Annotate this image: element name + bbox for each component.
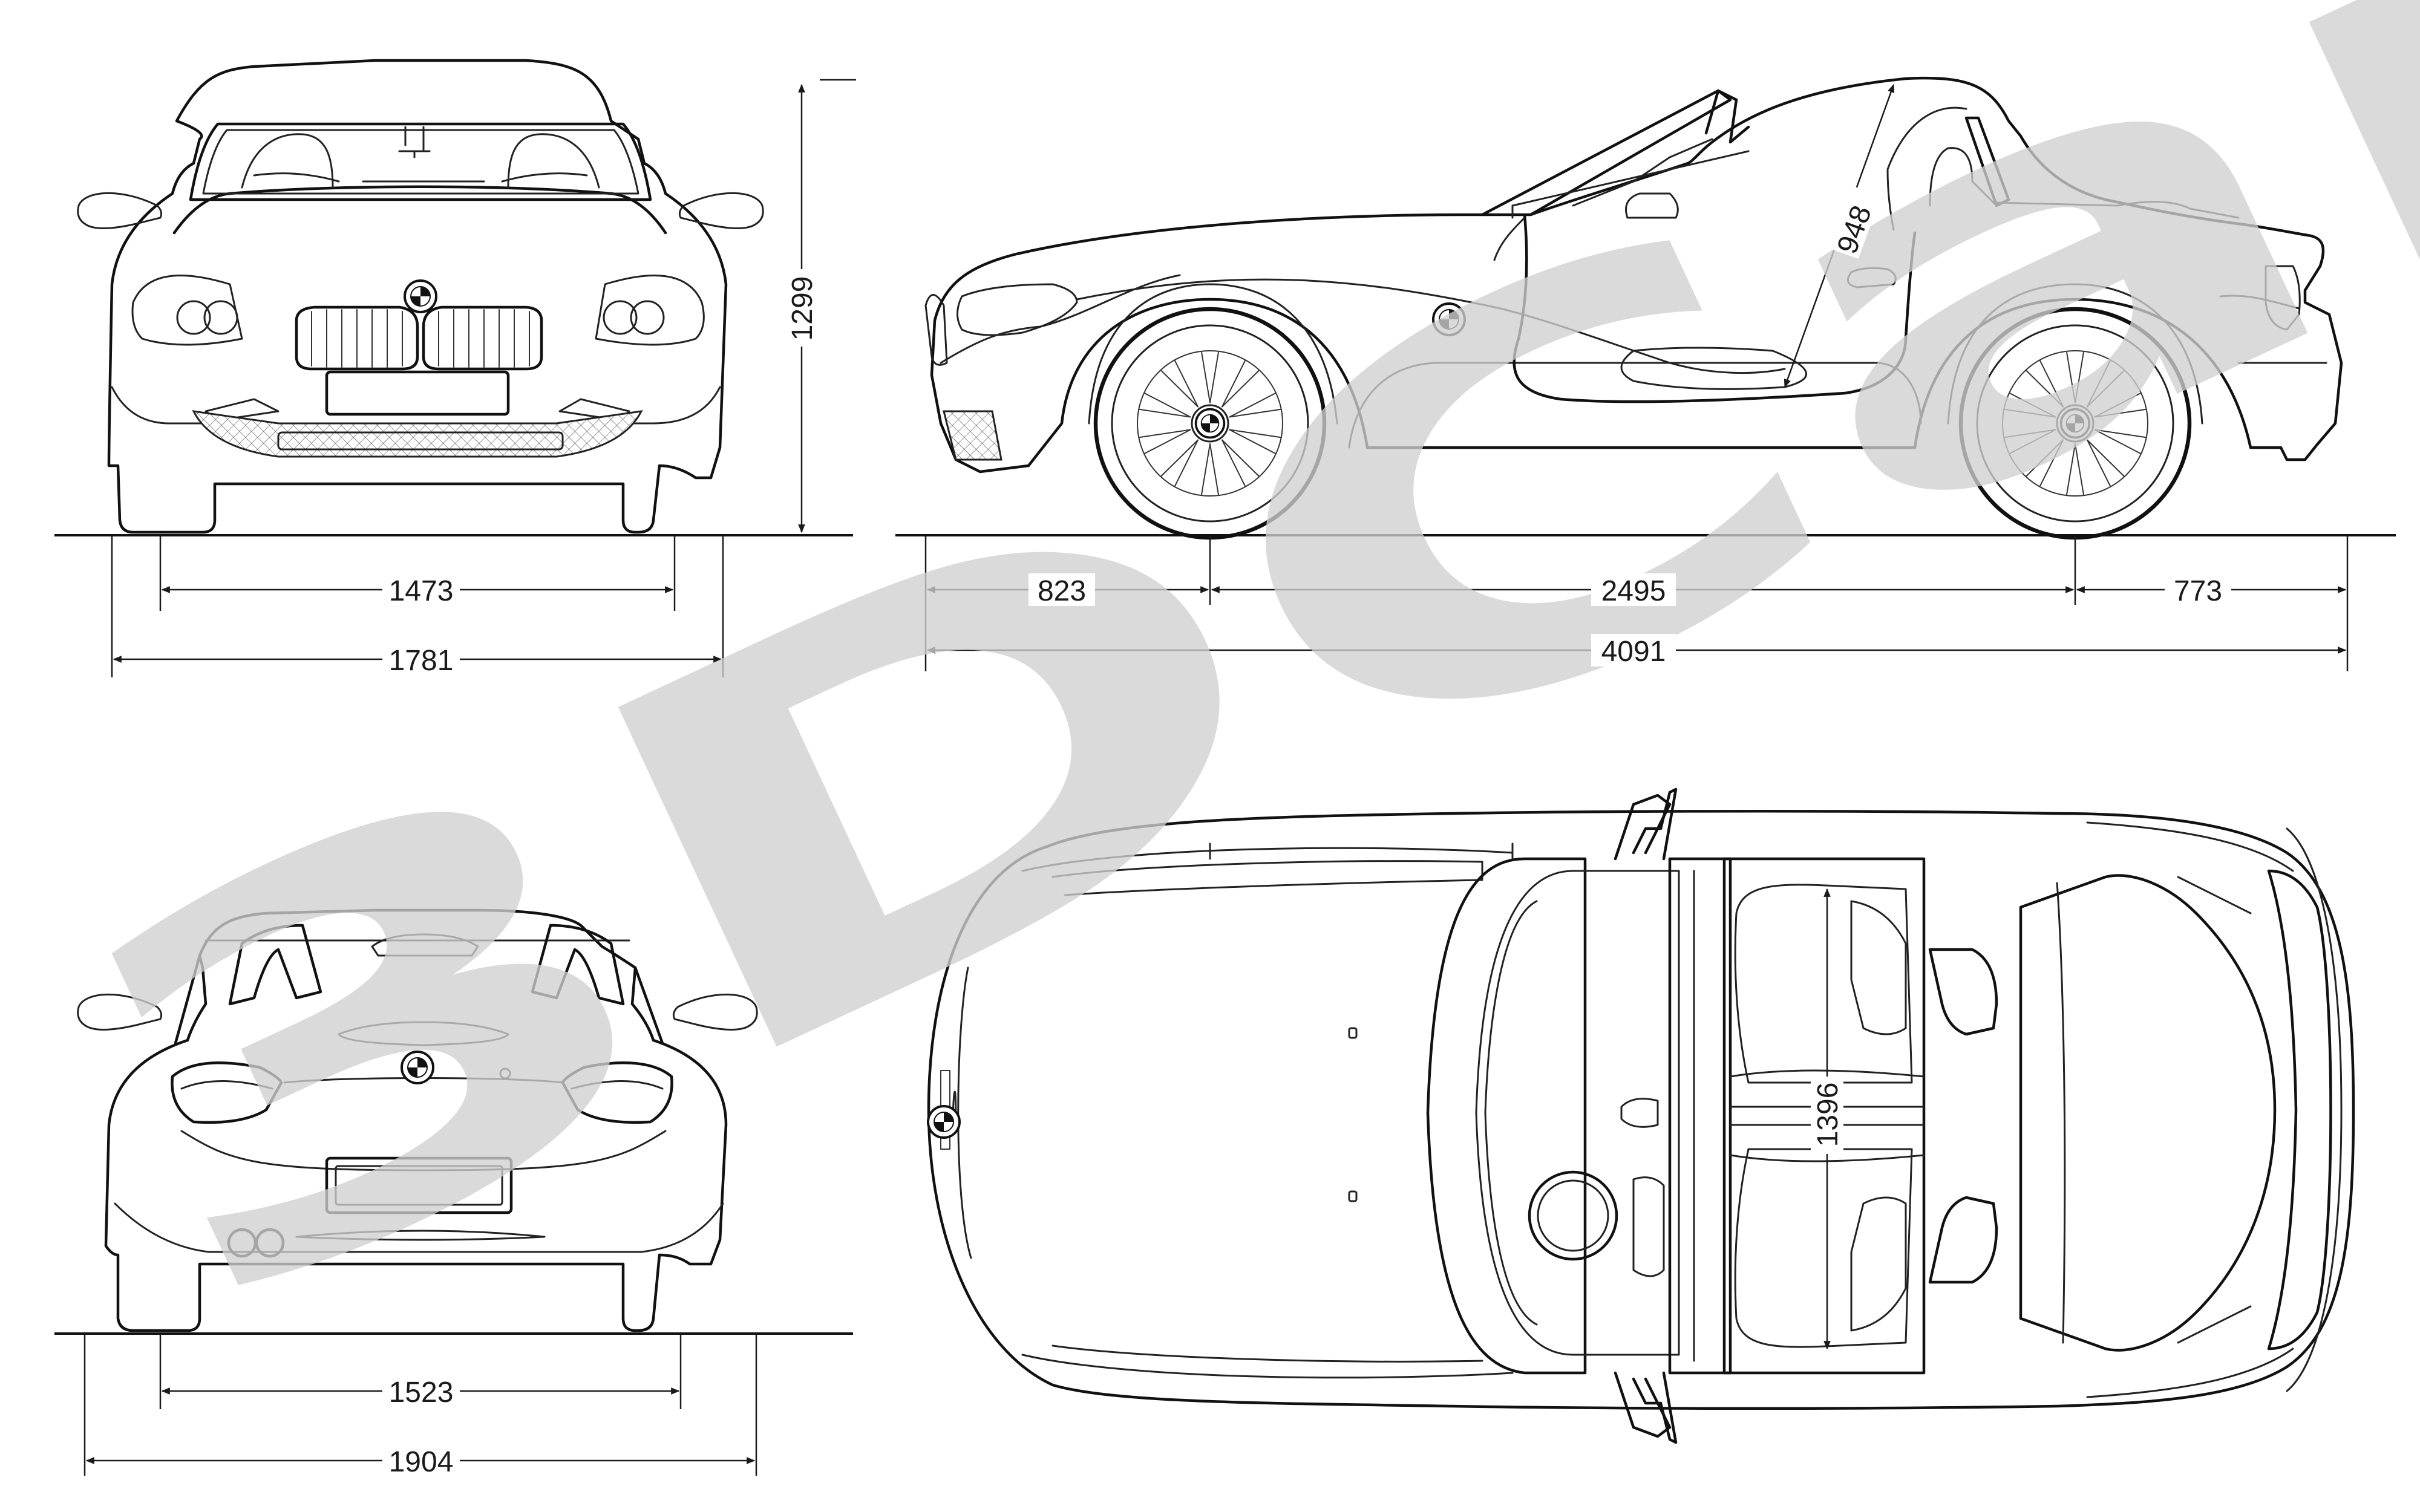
front-overhang-label: 823 (1038, 575, 1086, 607)
watermark-text: 3DCar.ru (0, 0, 2420, 1429)
side-view (924, 76, 2343, 540)
cockpit-width-label: 1396 (1812, 1083, 1844, 1147)
rear-view (77, 908, 758, 1332)
front-track-label: 1473 (389, 575, 454, 607)
front-width-label: 1781 (389, 645, 454, 677)
rear-width-label: 1904 (389, 1446, 454, 1478)
height-label: 1299 (786, 276, 819, 341)
dimension-labels: 1473 1781 1299 823 2495 773 4091 948 152… (382, 185, 2231, 1478)
rear-overhang-label: 773 (2174, 575, 2222, 607)
top-view (927, 787, 2355, 1444)
rear-track-label: 1523 (389, 1377, 454, 1409)
length-label: 4091 (1601, 636, 1666, 668)
front-view (77, 59, 764, 534)
wheelbase-label: 2495 (1601, 575, 1666, 607)
watermark: 3DCar.ru (0, 0, 2420, 1429)
